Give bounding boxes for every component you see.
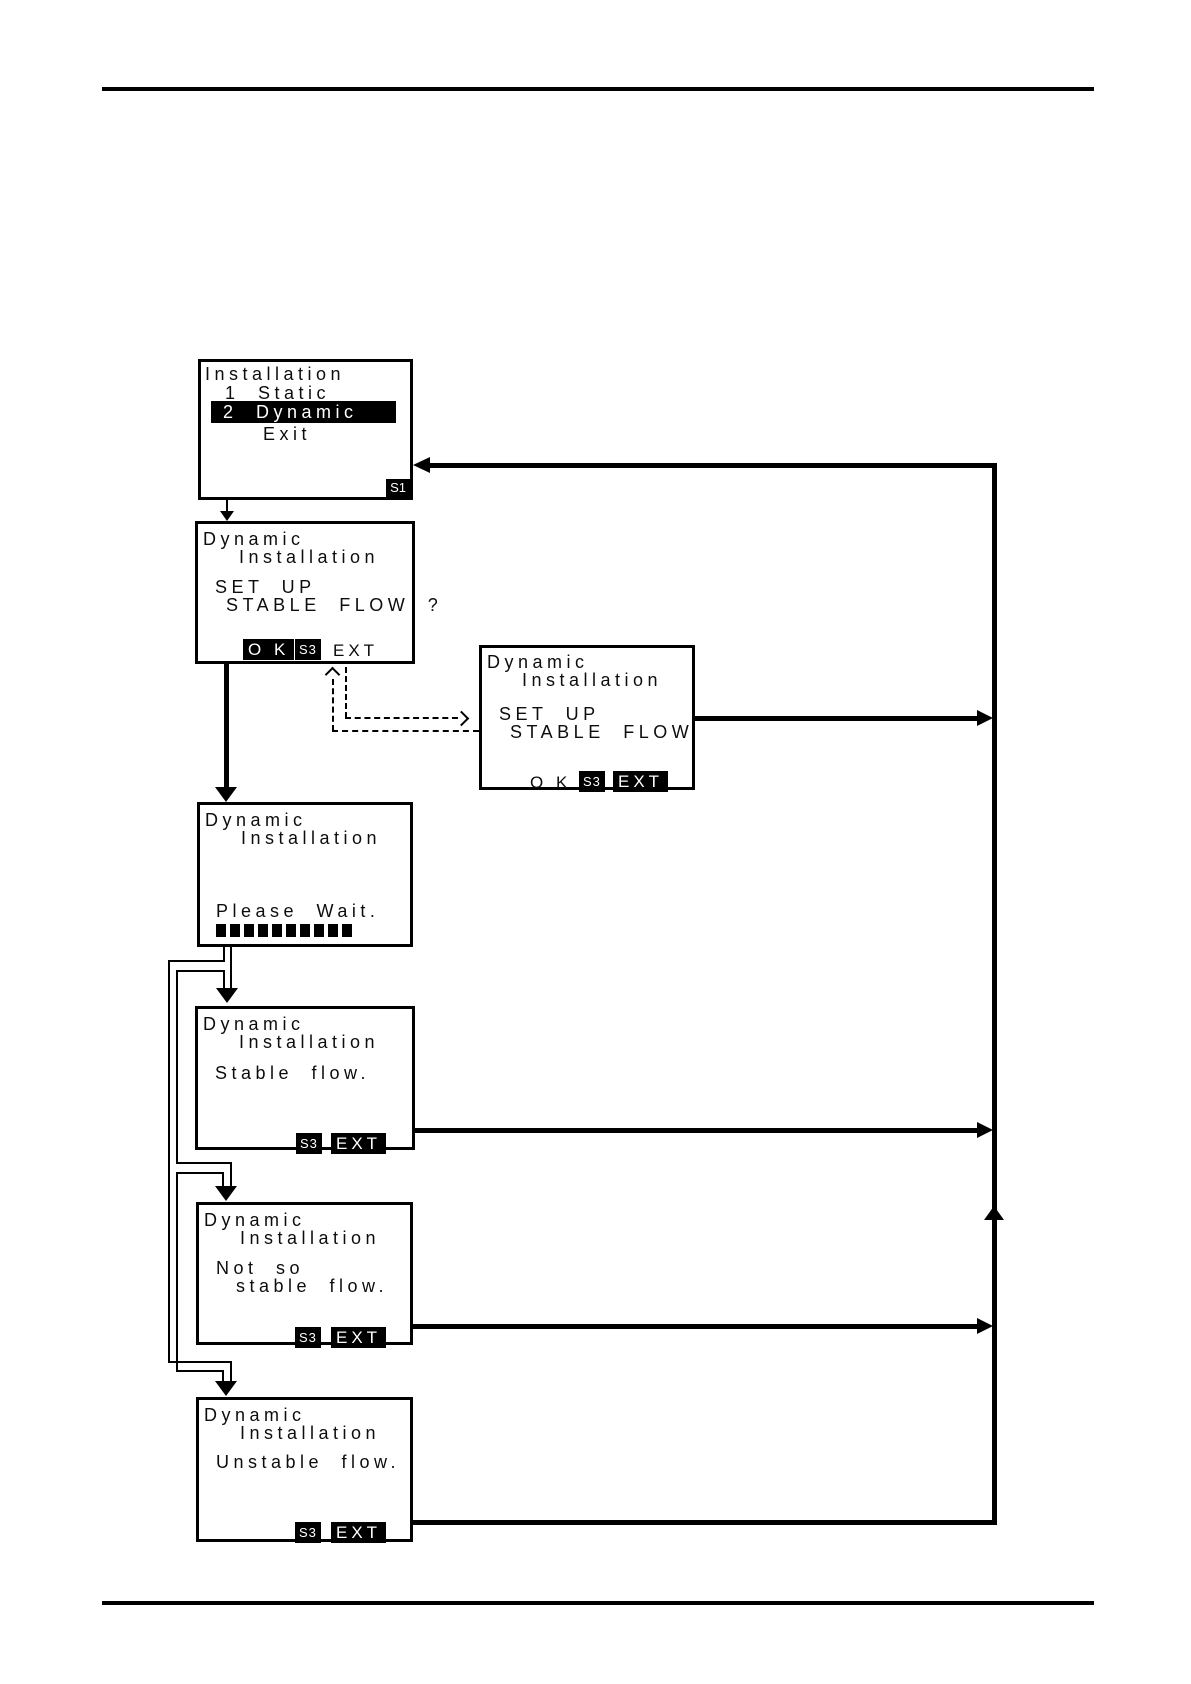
setup-line2: STABLE FLOW ? (226, 595, 443, 615)
progress-block (244, 924, 254, 937)
menu-item-dynamic-selected: 2 Dynamic (211, 401, 396, 423)
page-bottom-rule (102, 1601, 1094, 1605)
result-message-line1: Not so (216, 1258, 305, 1278)
connector-menu-to-prompt (226, 500, 228, 512)
channel-corner-wall (230, 1361, 232, 1383)
screen-please-wait: Dynamic Installation Please Wait. (197, 802, 413, 947)
softkey-ext: EXT (613, 771, 669, 792)
progress-bar (216, 922, 356, 940)
channel-main-wall (230, 947, 232, 990)
setup-line2: STABLE FLOW (510, 722, 694, 742)
result-message-line2: stable flow. (236, 1276, 389, 1296)
progress-block (272, 924, 282, 937)
channel-fork-wall (176, 1172, 222, 1174)
wait-message: Please Wait. (216, 901, 380, 921)
setup-line1: SET UP (215, 577, 316, 597)
channel-branch-wall (168, 960, 170, 1363)
softkey-ext: EXT (331, 1133, 387, 1154)
arrowhead-loop-to-menu (413, 457, 430, 473)
screen-subtitle: Installation (241, 828, 382, 848)
progress-block (286, 924, 296, 937)
arrowhead-prompt-to-wait (215, 787, 237, 802)
screen-title: Dynamic (204, 1405, 306, 1425)
screen-stable-flow: Dynamic Installation Stable flow. S3 EXT (195, 1006, 415, 1154)
loop-up-arrowhead (984, 1206, 1004, 1220)
screen-title: Dynamic (203, 1014, 305, 1034)
progress-block (258, 924, 268, 937)
screen-subtitle: Installation (240, 1423, 381, 1443)
screen-title: Dynamic (487, 652, 589, 672)
channel-corner-wall (168, 1361, 232, 1363)
softkey-ext: EXT (333, 641, 379, 660)
arrowhead-menu-to-prompt (220, 511, 234, 521)
channel-main-wall (223, 947, 225, 962)
screen-subtitle: Installation (239, 1032, 380, 1052)
menu-item-dynamic-label: 2 Dynamic (223, 402, 358, 422)
progress-block (342, 924, 352, 937)
softkey-s3: S3 (296, 1133, 322, 1154)
loop-top-line (428, 463, 997, 468)
setup-line1: SET UP (499, 704, 600, 724)
softkey-ok: O K (530, 773, 572, 792)
screen-title: Dynamic (204, 1210, 306, 1230)
exit-arrowhead-stable (977, 1122, 993, 1138)
screen-title: Dynamic (203, 529, 305, 549)
progress-block (230, 924, 240, 937)
dashed-link-prompt-to-confirm-h (345, 717, 458, 719)
channel-branch-wall (176, 970, 178, 1163)
softkey-ext: EXT (331, 1327, 387, 1348)
screen-not-so-stable-flow: Dynamic Installation Not so stable flow.… (196, 1202, 413, 1348)
channel-branch-wall (168, 960, 225, 962)
menu-item-exit: Exit (263, 424, 312, 444)
channel-branch-wall (176, 970, 225, 972)
result-message: Unstable flow. (216, 1452, 401, 1472)
softkey-s3: S3 (295, 1522, 321, 1543)
dashed-arrowhead-up (324, 666, 341, 683)
softkey-s3: S3 (295, 1327, 321, 1348)
softkey-s1-badge: S1 (386, 479, 410, 497)
exit-line-setup-confirm (693, 716, 977, 721)
menu-title: Installation (205, 364, 346, 384)
dashed-link-prompt-to-confirm-v (345, 667, 347, 718)
softkey-ext: EXT (331, 1522, 387, 1543)
dashed-link-confirm-to-prompt-v (332, 679, 334, 731)
screen-subtitle: Installation (240, 1228, 381, 1248)
loop-right-line (992, 463, 997, 1525)
dashed-link-confirm-to-prompt-h (332, 730, 479, 732)
arrowhead-to-stable (216, 988, 238, 1003)
screen-setup-confirm: Dynamic Installation SET UP STABLE FLOW … (479, 645, 695, 792)
dashed-arrowhead-right (453, 710, 470, 727)
channel-corner-wall (176, 1370, 222, 1372)
screen-installation-menu: Installation 1 Static 2 Dynamic Exit S1 (198, 359, 413, 500)
menu-item-static: 1 Static (225, 383, 331, 403)
arrowhead-to-not-so-stable (215, 1186, 237, 1201)
screen-subtitle: Installation (522, 670, 663, 690)
channel-main-wall (223, 970, 225, 990)
exit-line-not-so-stable (411, 1324, 977, 1329)
channel-fork-wall (230, 1162, 232, 1188)
channel-branch-wall (176, 1172, 178, 1372)
connector-prompt-to-wait (224, 664, 229, 789)
loop-bottom-line (411, 1520, 997, 1525)
softkey-s3: S3 (579, 771, 605, 792)
channel-fork-wall (176, 1162, 232, 1164)
exit-arrowhead-not-so-stable (977, 1318, 993, 1334)
screen-subtitle: Installation (239, 547, 380, 567)
softkey-ok: O K (243, 639, 295, 660)
exit-arrowhead-setup-confirm (977, 710, 993, 726)
screen-title: Dynamic (205, 810, 307, 830)
progress-block (314, 924, 324, 937)
softkey-s3: S3 (295, 639, 321, 660)
page-top-rule (102, 87, 1094, 91)
screen-setup-prompt: Dynamic Installation SET UP STABLE FLOW … (195, 521, 438, 664)
exit-line-stable (413, 1128, 977, 1133)
progress-block (328, 924, 338, 937)
result-message: Stable flow. (215, 1063, 371, 1083)
progress-block (300, 924, 310, 937)
channel-fork-wall (222, 1172, 224, 1188)
screen-unstable-flow: Dynamic Installation Unstable flow. S3 E… (196, 1397, 413, 1543)
channel-corner-wall (222, 1370, 224, 1383)
arrowhead-to-unstable (215, 1381, 237, 1396)
progress-block (216, 924, 226, 937)
